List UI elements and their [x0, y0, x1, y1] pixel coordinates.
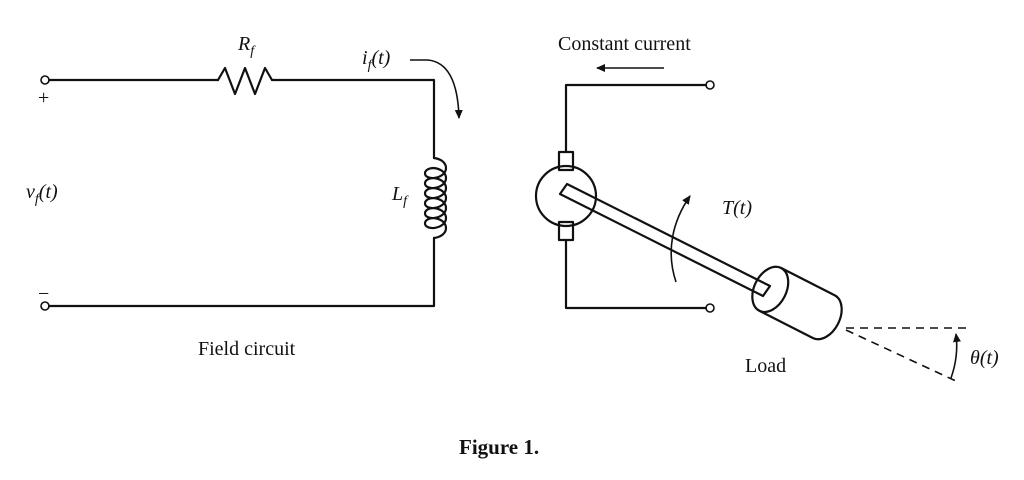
armature-bottom-wire — [564, 238, 708, 310]
bottom-wire — [47, 236, 436, 308]
load-cylinder — [751, 265, 843, 341]
minus-sign: − — [38, 283, 49, 305]
motor-armature — [534, 164, 598, 228]
angle-label: θ(t) — [970, 347, 999, 369]
load-label: Load — [745, 355, 786, 377]
rotated-dashed-line — [845, 329, 959, 383]
top-left-terminal — [40, 75, 50, 85]
current-arrow — [427, 59, 463, 119]
resistor-label: Rf — [237, 33, 256, 59]
field-circuit-caption: Field circuit — [198, 338, 296, 360]
motor-shaft — [558, 182, 772, 298]
field-circuit: Rf if(t) Lf vf(t) + − Field circuit — [26, 33, 463, 360]
resistor-rf — [216, 66, 274, 96]
plus-sign: + — [38, 87, 49, 109]
load-end-face — [751, 265, 790, 314]
shaft-bar — [558, 182, 772, 298]
bottom-right-terminal — [705, 303, 715, 313]
top-right-terminal — [705, 80, 715, 90]
torque-label: T(t) — [722, 197, 752, 219]
angle-arrow — [950, 333, 961, 379]
top-brush — [557, 150, 575, 172]
armature-top-wire — [564, 83, 708, 154]
top-wire-right — [270, 78, 436, 160]
bottom-left-terminal — [40, 301, 50, 311]
figure-caption: Figure 1. — [459, 435, 539, 459]
torque-arrow — [670, 195, 691, 283]
armature-circuit: Constant current — [534, 33, 715, 313]
load-body — [758, 266, 843, 341]
constant-current-label: Constant current — [558, 33, 691, 55]
inductor-lf — [423, 156, 448, 240]
inductor-label: Lf — [391, 183, 409, 209]
bottom-brush — [557, 220, 575, 242]
current-label: if(t) — [362, 47, 391, 73]
voltage-label: vf(t) — [26, 181, 58, 207]
